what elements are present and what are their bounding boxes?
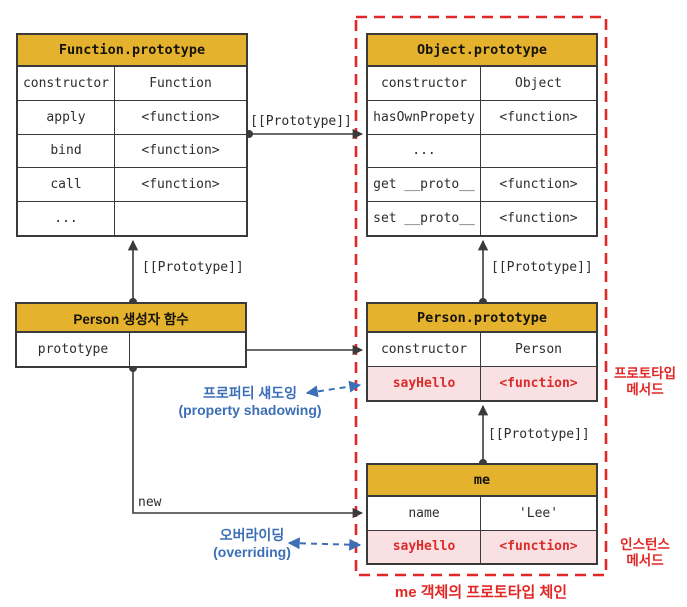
property-value: <function>	[499, 539, 578, 555]
table-person-constructor: Person 생성자 함수 prototype	[15, 302, 247, 368]
table-me: me name 'Lee' sayHello <function>	[366, 463, 598, 565]
overriding-ko: 오버라이딩	[219, 527, 285, 543]
property-shadowing-ko: 프로퍼티 섀도잉	[202, 385, 298, 401]
table-row: apply <function>	[18, 99, 246, 134]
table-row: ...	[368, 133, 596, 168]
property-key: set __proto__	[368, 202, 481, 235]
table-row: constructor Function	[18, 67, 246, 100]
table-title: Function.prototype	[18, 35, 246, 67]
prototype-chain-dashed-box	[354, 15, 608, 577]
table-title: Person 생성자 함수	[17, 304, 245, 333]
chain-caption: me 객체의 프로토타입 체인	[394, 584, 568, 601]
table-row-highlighted: sayHello <function>	[368, 366, 596, 400]
property-key: get __proto__	[368, 168, 481, 202]
property-value: Person	[515, 342, 562, 357]
table-row: bind <function>	[18, 133, 246, 168]
overriding-note: 오버라이딩 (overriding)	[152, 527, 352, 561]
overriding-en: (overriding)	[213, 544, 291, 560]
property-key: bind	[18, 134, 115, 168]
table-row: name 'Lee'	[368, 497, 596, 530]
table-title: me	[368, 465, 596, 497]
property-key: sayHello	[368, 367, 481, 400]
property-value: <function>	[499, 109, 578, 125]
property-key: hasOwnPropety	[368, 100, 481, 134]
property-key: ...	[368, 134, 481, 168]
instance-method-line2: 메서드	[626, 553, 664, 568]
property-key: ...	[18, 202, 115, 235]
property-value: <function>	[499, 376, 578, 391]
prototype-method-line2: 메서드	[626, 382, 664, 397]
property-value	[130, 333, 245, 366]
table-row: ...	[18, 201, 246, 235]
property-key: call	[18, 168, 115, 202]
property-value: <function>	[499, 177, 578, 193]
property-value: <function>	[141, 109, 220, 125]
property-value: 'Lee'	[518, 505, 559, 521]
prototype-link-label-left: [[Prototype]]	[142, 260, 244, 275]
table-object-prototype: Object.prototype constructor Object hasO…	[366, 33, 598, 237]
table-row: get __proto__ <function>	[368, 167, 596, 202]
instance-method-line1: 인스턴스	[620, 537, 670, 552]
property-value: <function>	[141, 177, 220, 193]
property-key: apply	[18, 100, 115, 134]
table-row: constructor Person	[368, 333, 596, 366]
table-row: constructor Object	[368, 67, 596, 100]
property-shadowing-note: 프로퍼티 섀도잉 (property shadowing)	[130, 385, 370, 419]
property-value: <function>	[141, 143, 220, 159]
property-key: constructor	[18, 67, 115, 100]
property-value	[115, 202, 246, 235]
prototype-link-label-right-upper: [[Prototype]]	[491, 260, 593, 275]
property-value: Function	[149, 75, 212, 91]
property-shadowing-en: (property shadowing)	[178, 402, 322, 418]
property-value: Object	[515, 75, 562, 91]
table-title: Person.prototype	[368, 304, 596, 333]
table-row: call <function>	[18, 167, 246, 202]
property-key: constructor	[368, 67, 481, 100]
table-title: Object.prototype	[368, 35, 596, 67]
property-key: sayHello	[368, 530, 481, 563]
prototype-method-note: 프로토타입 메서드	[604, 366, 686, 398]
table-row: hasOwnPropety <function>	[368, 99, 596, 134]
table-row: prototype	[17, 333, 245, 366]
table-row-highlighted: sayHello <function>	[368, 529, 596, 563]
table-person-prototype: Person.prototype constructor Person sayH…	[366, 302, 598, 402]
property-key: constructor	[368, 333, 481, 366]
table-row: set __proto__ <function>	[368, 201, 596, 235]
instance-method-note: 인스턴스 메서드	[604, 537, 686, 569]
property-key: name	[368, 497, 481, 530]
arrow-new-person-ctor-to-me	[132, 368, 364, 519]
new-keyword-label: new	[138, 495, 162, 510]
arrow-property-shadowing	[305, 380, 362, 398]
property-value: <function>	[499, 211, 578, 227]
prototype-link-label-right-lower: [[Prototype]]	[488, 427, 590, 442]
table-function-prototype: Function.prototype constructor Function …	[16, 33, 248, 237]
property-value	[481, 135, 596, 168]
prototype-link-label-top: [[Prototype]]	[250, 114, 352, 129]
property-key: prototype	[17, 333, 130, 366]
arrow-overriding	[287, 537, 362, 551]
prototype-method-line1: 프로토타입	[613, 366, 677, 381]
